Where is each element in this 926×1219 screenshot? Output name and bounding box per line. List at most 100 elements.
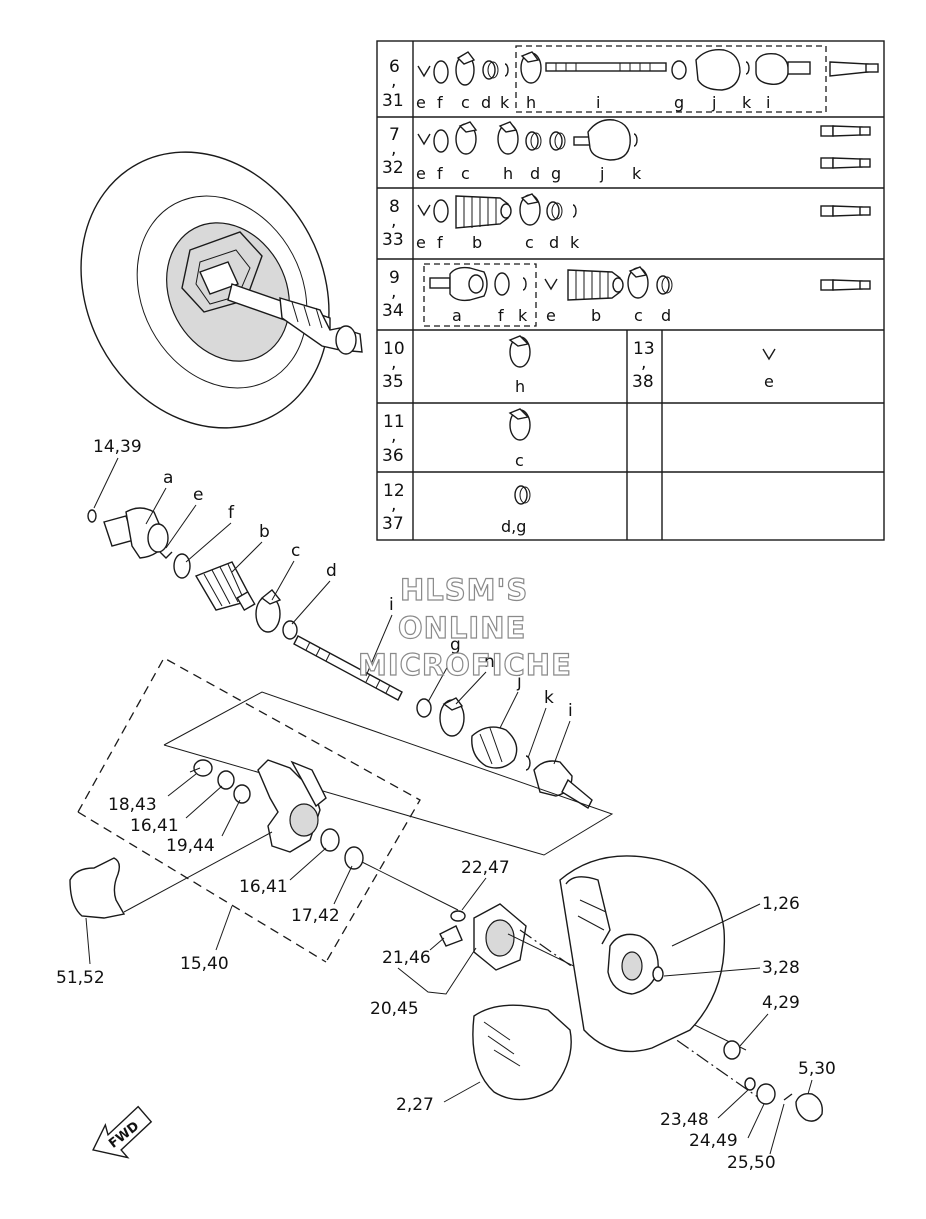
row-13-top: 13 bbox=[633, 339, 655, 359]
svg-text:a: a bbox=[452, 306, 462, 325]
svg-text:a: a bbox=[163, 468, 173, 488]
callout-19-44: 19,44 bbox=[166, 836, 215, 856]
svg-text:e: e bbox=[546, 306, 556, 325]
svg-text:k: k bbox=[544, 688, 554, 708]
row-9-letters: a f k e b c d bbox=[452, 306, 671, 325]
row-13-icon: e bbox=[762, 348, 776, 391]
wheel-assembly-illustration bbox=[80, 151, 363, 429]
svg-text:i: i bbox=[766, 93, 770, 112]
row-6-sep: , bbox=[391, 71, 396, 91]
row-7-top: 7 bbox=[389, 125, 400, 145]
callout-14-39: 14,39 bbox=[93, 437, 142, 457]
row-6-icons bbox=[417, 49, 879, 91]
svg-text:f: f bbox=[498, 306, 504, 325]
svg-text:k: k bbox=[632, 164, 642, 183]
svg-text:h: h bbox=[484, 652, 495, 672]
row-8-letters: e f b c d k bbox=[416, 233, 580, 252]
svg-text:k: k bbox=[500, 93, 510, 112]
row-9-top: 9 bbox=[389, 268, 400, 288]
callout-1-26: 1,26 bbox=[762, 894, 800, 914]
svg-text:f: f bbox=[437, 93, 443, 112]
svg-text:i: i bbox=[596, 93, 600, 112]
svg-text:d: d bbox=[530, 164, 540, 183]
callout-labels: 14,39 18,43 16,41 19,44 16,41 17,42 22,4… bbox=[56, 437, 836, 1173]
parts-table: 6 , 31 7 , 32 8 , 33 9 , 34 10 , 35 11 ,… bbox=[376, 40, 885, 541]
row-7-bottom: 32 bbox=[382, 158, 404, 178]
svg-text:e: e bbox=[764, 372, 774, 391]
row-9-sep: , bbox=[391, 282, 396, 302]
svg-text:b: b bbox=[591, 306, 601, 325]
row-8-bottom: 33 bbox=[382, 230, 404, 250]
svg-text:g: g bbox=[674, 93, 684, 112]
callout-51-52: 51,52 bbox=[56, 968, 105, 988]
svg-text:MICROFICHE: MICROFICHE bbox=[358, 648, 572, 682]
svg-text:h: h bbox=[503, 164, 513, 183]
callout-23-48: 23,48 bbox=[660, 1110, 709, 1130]
callout-21-46: 21,46 bbox=[382, 948, 431, 968]
svg-text:j: j bbox=[599, 164, 604, 183]
row-13-sep: , bbox=[641, 353, 646, 373]
row-6-letters: e f c d k h i g j k i bbox=[416, 93, 770, 112]
row-7-icons bbox=[417, 119, 871, 169]
row-13-bottom: 38 bbox=[632, 372, 654, 392]
callout-2-27: 2,27 bbox=[396, 1095, 434, 1115]
svg-text:c: c bbox=[461, 93, 470, 112]
svg-text:k: k bbox=[570, 233, 580, 252]
svg-text:i: i bbox=[389, 595, 394, 615]
row-11-top: 11 bbox=[383, 412, 405, 432]
svg-text:g: g bbox=[450, 635, 461, 655]
svg-text:i: i bbox=[568, 701, 573, 721]
watermark: HLSM'S ONLINE MICROFICHE bbox=[357, 572, 572, 682]
svg-text:k: k bbox=[742, 93, 752, 112]
svg-text:j: j bbox=[711, 93, 716, 112]
svg-text:d: d bbox=[481, 93, 491, 112]
knuckle-assembly bbox=[69, 657, 614, 963]
svg-text:b: b bbox=[259, 522, 270, 542]
callout-5-30: 5,30 bbox=[798, 1059, 836, 1079]
callout-16-41-a: 16,41 bbox=[130, 816, 179, 836]
callout-3-28: 3,28 bbox=[762, 958, 800, 978]
svg-text:d: d bbox=[549, 233, 559, 252]
callout-17-42: 17,42 bbox=[291, 906, 340, 926]
row-10-top: 10 bbox=[383, 339, 405, 359]
svg-text:d,g: d,g bbox=[501, 517, 526, 536]
row-12-bottom: 37 bbox=[382, 514, 404, 534]
svg-text:h: h bbox=[526, 93, 536, 112]
row-7-sep: , bbox=[391, 139, 396, 159]
svg-text:c: c bbox=[291, 541, 300, 561]
row-8-icons bbox=[417, 193, 871, 229]
svg-text:e: e bbox=[416, 93, 426, 112]
exploded-drive-shaft bbox=[87, 507, 593, 809]
hub-and-wheel bbox=[439, 855, 823, 1122]
callout-15-40: 15,40 bbox=[180, 954, 229, 974]
callout-25-50: 25,50 bbox=[727, 1153, 776, 1173]
row-8-sep: , bbox=[391, 211, 396, 231]
svg-text:k: k bbox=[518, 306, 528, 325]
row-11-sep: , bbox=[391, 426, 396, 446]
row-12-sep: , bbox=[391, 495, 396, 515]
svg-text:c: c bbox=[515, 451, 524, 470]
callout-22-47: 22,47 bbox=[461, 858, 510, 878]
row-6-top: 6 bbox=[389, 57, 400, 77]
callout-24-49: 24,49 bbox=[689, 1131, 738, 1151]
callout-18-43: 18,43 bbox=[108, 795, 157, 815]
svg-text:f: f bbox=[437, 164, 443, 183]
svg-text:d: d bbox=[326, 561, 337, 581]
callout-4-29: 4,29 bbox=[762, 993, 800, 1013]
svg-text:d: d bbox=[661, 306, 671, 325]
row-11-icon: c bbox=[508, 408, 531, 470]
svg-text:ONLINE: ONLINE bbox=[398, 611, 526, 645]
forward-arrow-icon: FWD bbox=[92, 1105, 153, 1159]
callout-16-41-b: 16,41 bbox=[239, 877, 288, 897]
svg-text:c: c bbox=[634, 306, 643, 325]
svg-text:c: c bbox=[525, 233, 534, 252]
row-10-icon: h bbox=[508, 335, 531, 396]
svg-text:e: e bbox=[416, 233, 426, 252]
svg-text:c: c bbox=[461, 164, 470, 183]
svg-text:f: f bbox=[437, 233, 443, 252]
callout-20-45: 20,45 bbox=[370, 999, 419, 1019]
row-12-icon: d,g bbox=[501, 485, 531, 536]
svg-text:j: j bbox=[516, 672, 522, 692]
row-9-icons bbox=[429, 266, 871, 302]
